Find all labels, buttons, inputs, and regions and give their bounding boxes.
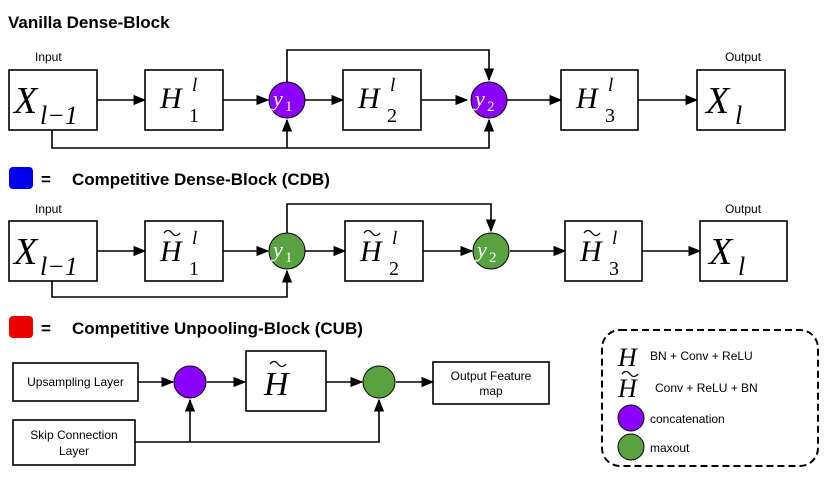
svg-text:l: l: [192, 228, 197, 249]
svg-text:1: 1: [189, 105, 199, 127]
svg-text:2: 2: [489, 250, 497, 266]
svg-text:2: 2: [389, 258, 399, 280]
svg-text:y: y: [475, 237, 487, 262]
cdb-input-label: Input: [35, 202, 62, 216]
svg-text:3: 3: [605, 105, 615, 127]
svg-text:l−1: l−1: [40, 101, 78, 130]
svg-text:l: l: [390, 75, 395, 96]
vanilla-h1-box: H l 1: [144, 69, 224, 131]
svg-text:l−1: l−1: [40, 252, 78, 281]
svg-text:1: 1: [189, 258, 199, 280]
legend-concat-swatch: [617, 404, 645, 432]
svg-text:Upsampling Layer: Upsampling Layer: [27, 375, 124, 389]
vanilla-input-box: X l−1: [8, 69, 98, 131]
cub-h-tilde-box: H: [245, 350, 327, 412]
svg-text:H: H: [263, 366, 291, 403]
cdb-title: Competitive Dense-Block (CDB): [72, 170, 330, 189]
svg-text:y: y: [271, 237, 283, 262]
svg-text:l: l: [738, 252, 745, 281]
vanilla-h3-box: H l 3: [560, 69, 639, 131]
svg-text:H: H: [575, 82, 600, 115]
cdb-equals: =: [41, 170, 51, 189]
cub-maxout-node: [362, 365, 396, 399]
svg-text:1: 1: [285, 99, 293, 115]
svg-text:y: y: [473, 86, 485, 111]
cdb-input-box: X l−1: [8, 220, 98, 282]
svg-text:y: y: [271, 86, 283, 111]
svg-text:l: l: [612, 228, 617, 249]
svg-text:l: l: [735, 101, 742, 130]
cdb-h3-tilde-box: H l 3: [564, 220, 643, 282]
cub-equals: =: [41, 319, 51, 338]
svg-text:H: H: [359, 235, 384, 268]
vanilla-edges: [51, 49, 699, 149]
legend: H BN + Conv + ReLU H Conv + ReLU + BN co…: [601, 329, 819, 467]
legend-maxout-text: maxout: [650, 441, 690, 455]
cdb-y2-maxout-node: y 2: [472, 232, 510, 270]
vanilla-h2-box: H l 2: [342, 69, 422, 131]
upsampling-layer-box: Upsampling Layer: [12, 362, 139, 402]
vanilla-y2-concat-node: y 2: [470, 81, 508, 119]
vanilla-output-label: Output: [725, 50, 762, 64]
svg-text:2: 2: [487, 99, 495, 115]
vanilla-input-label: Input: [35, 50, 62, 64]
legend-h-symbol: H: [617, 343, 638, 372]
svg-text:X: X: [707, 231, 734, 273]
svg-text:1: 1: [285, 250, 293, 266]
vanilla-output-box: X l: [696, 69, 786, 131]
cub-title: Competitive Unpooling-Block (CUB): [72, 319, 363, 338]
cdb-y1-maxout-node: y 1: [268, 232, 306, 270]
vanilla-y1-concat-node: y 1: [268, 81, 306, 119]
svg-text:X: X: [704, 80, 731, 122]
cdb-edges: [51, 203, 702, 298]
svg-text:map: map: [479, 384, 503, 398]
cdb-output-box: X l: [699, 220, 788, 282]
svg-text:3: 3: [609, 258, 619, 280]
cdb-h1-tilde-box: H l 1: [144, 220, 224, 282]
svg-text:H: H: [357, 82, 382, 115]
legend-htilde-symbol: H: [617, 374, 638, 403]
svg-text:Layer: Layer: [59, 444, 89, 458]
svg-text:Output Feature: Output Feature: [451, 369, 532, 383]
skip-connection-layer-box: Skip Connection Layer: [12, 419, 136, 466]
legend-htilde-text: Conv + ReLU + BN: [655, 381, 758, 395]
output-feature-map-box: Output Feature map: [432, 361, 550, 405]
cdb-output-label: Output: [725, 202, 762, 216]
svg-text:Skip Connection: Skip Connection: [30, 428, 117, 442]
cdb-blue-swatch: [9, 167, 33, 189]
legend-concat-text: concatenation: [650, 412, 725, 426]
cub-edges: [135, 376, 435, 443]
svg-text:2: 2: [387, 105, 397, 127]
svg-text:H: H: [159, 235, 184, 268]
svg-text:H: H: [159, 82, 184, 115]
cdb-h2-tilde-box: H l 2: [344, 220, 424, 282]
cub-red-swatch: [9, 316, 33, 338]
svg-text:X: X: [12, 231, 39, 273]
svg-text:X: X: [12, 80, 39, 122]
vanilla-title: Vanilla Dense-Block: [8, 13, 170, 32]
svg-text:l: l: [392, 228, 397, 249]
svg-text:l: l: [608, 75, 613, 96]
legend-h-text: BN + Conv + ReLU: [650, 349, 753, 363]
legend-maxout-swatch: [617, 433, 645, 461]
svg-text:l: l: [192, 75, 197, 96]
svg-text:H: H: [579, 235, 604, 268]
cub-concat-node: [173, 365, 207, 399]
